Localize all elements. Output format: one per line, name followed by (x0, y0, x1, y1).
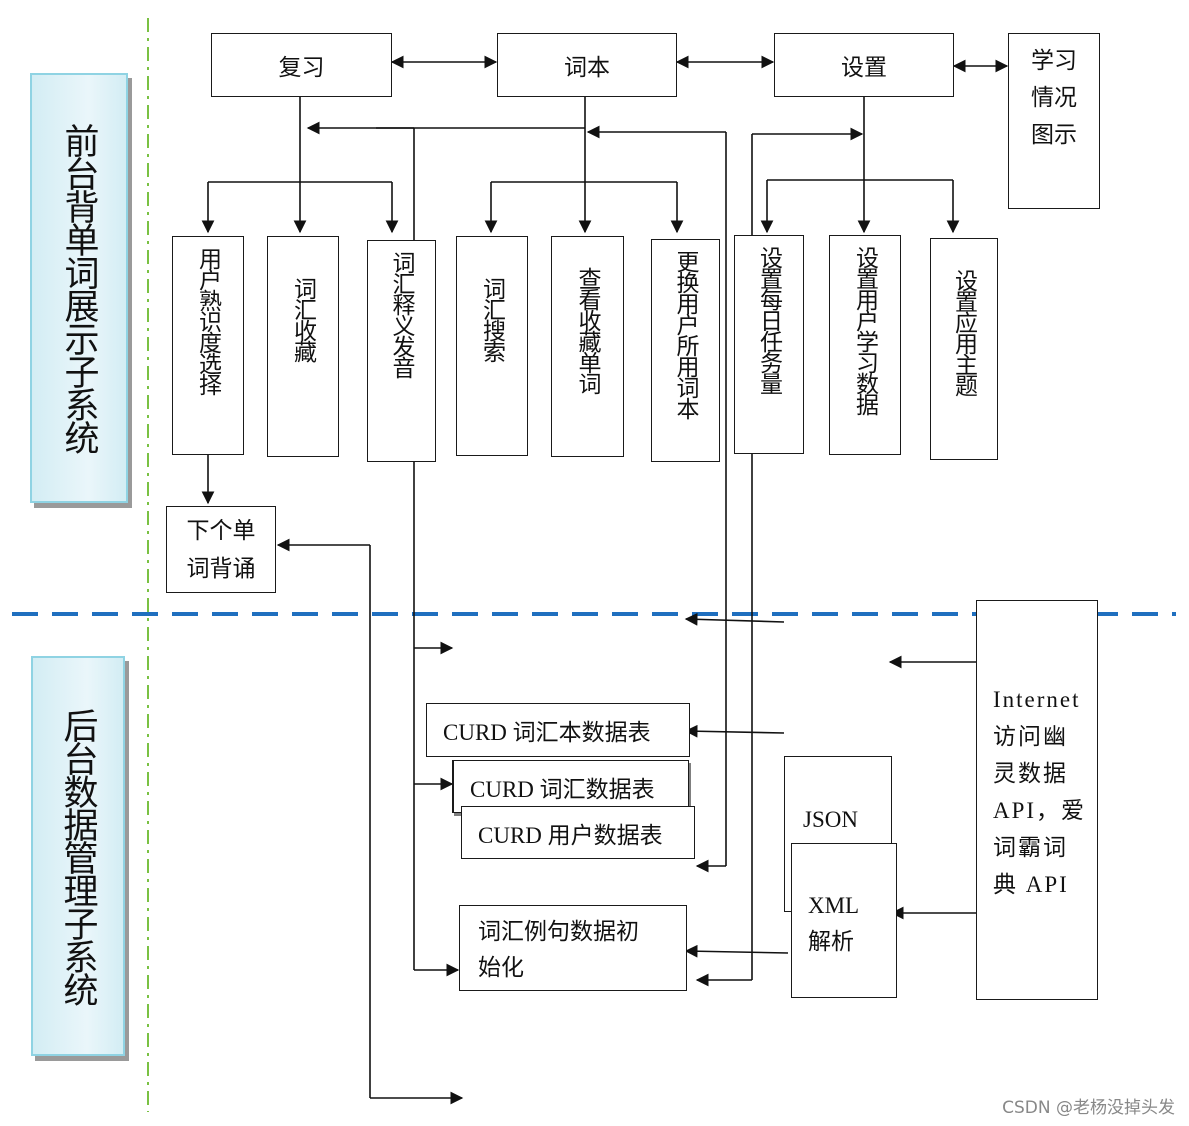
api-node: Internet 访问幽 灵数据 API，爱 词霸词 典 API (976, 600, 1098, 1000)
word-table-node: CURD 词汇数据表 (452, 760, 689, 813)
review-node: 复习 (211, 33, 392, 97)
front-subsystem-label: 前台背单词展示子系统 (30, 73, 128, 503)
example-init-label: 词汇例句数据初 始化 (478, 919, 639, 980)
word-favorite-node: 词汇收藏 (267, 236, 339, 457)
example-init-node: 词汇例句数据初 始化 (459, 905, 687, 991)
stats-label: 学习 情况 图示 (1031, 48, 1077, 147)
watermark: CSDN @老杨没掉头发 (1002, 1098, 1175, 1118)
word-table-label: CURD 词汇数据表 (470, 776, 655, 802)
xml-parse-label: XML 解析 (808, 893, 860, 954)
word-favorite-label: 词汇收藏 (290, 277, 316, 361)
wordbook-node: 词本 (497, 33, 677, 97)
daily-task-label: 设置每日任务量 (756, 246, 782, 393)
user-study-data-label: 设置用户学习数据 (852, 246, 878, 414)
change-wordbook-node: 更换用户所用词本 (651, 239, 720, 462)
settings-node: 设置 (774, 33, 954, 97)
view-favorites-label: 查看收藏单词 (575, 267, 600, 393)
app-theme-node: 设置应用主题 (930, 238, 998, 460)
user-study-data-node: 设置用户学习数据 (829, 235, 901, 455)
next-word-node: 下个单 词背诵 (166, 506, 276, 593)
api-label: Internet 访问幽 灵数据 API，爱 词霸词 典 API (993, 687, 1087, 897)
view-favorites-node: 查看收藏单词 (551, 236, 624, 457)
user-table-node: CURD 用户数据表 (461, 806, 695, 859)
daily-task-node: 设置每日任务量 (734, 235, 804, 454)
review-label: 复习 (278, 55, 325, 80)
change-wordbook-label: 更换用户所用词本 (673, 250, 698, 418)
xml-parse-node: XML 解析 (791, 843, 897, 998)
word-search-node: 词汇搜索 (456, 236, 528, 456)
wordbook-table-node: CURD 词汇本数据表 (426, 703, 690, 757)
settings-label: 设置 (841, 55, 887, 80)
word-definition-audio-label: 词汇释义发音 (389, 251, 414, 377)
next-word-label: 下个单 词背诵 (186, 517, 256, 581)
app-theme-label: 设置应用主题 (951, 269, 977, 395)
back-subsystem-text: 后台数据管理子系统 (57, 707, 98, 1005)
wordbook-table-label: CURD 词汇本数据表 (443, 720, 651, 745)
front-subsystem-text: 前台背单词展示子系统 (58, 123, 99, 453)
wordbook-label: 词本 (564, 55, 610, 80)
back-subsystem-label: 后台数据管理子系统 (31, 656, 125, 1056)
familiarity-select-node: 用户熟识度选择 (172, 236, 244, 455)
word-search-label: 词汇搜索 (479, 277, 505, 361)
familiarity-select-label: 用户熟识度选择 (195, 247, 221, 394)
user-table-label: CURD 用户数据表 (478, 822, 663, 848)
word-definition-audio-node: 词汇释义发音 (367, 240, 436, 462)
stats-node: 学习 情况 图示 (1008, 33, 1100, 209)
json-label: JSON (803, 807, 858, 832)
